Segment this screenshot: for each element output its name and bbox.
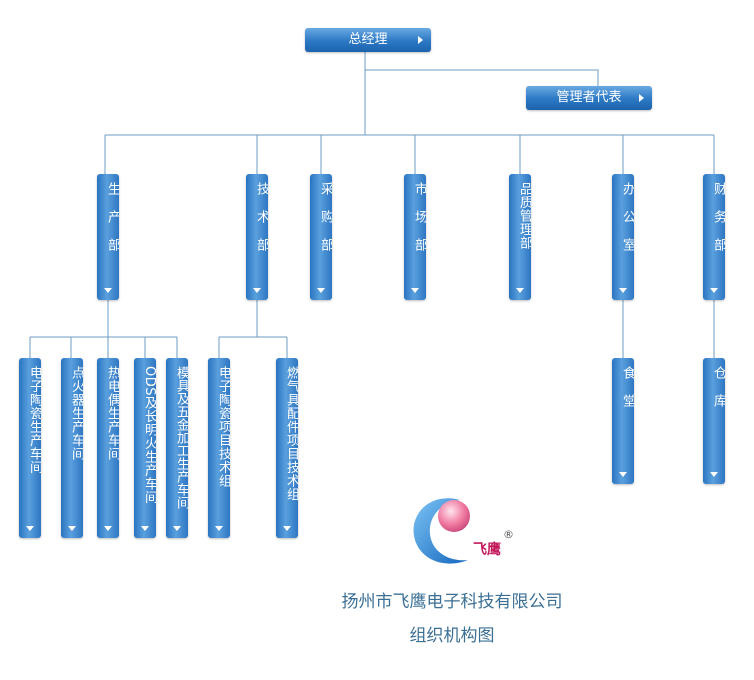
dept-label: 生产部 bbox=[105, 182, 119, 266]
chevron-right-icon bbox=[418, 36, 423, 44]
unit-gas-tech-group[interactable]: 燃气具配件项目技术组 bbox=[276, 358, 298, 538]
chevron-down-icon bbox=[215, 526, 223, 531]
chevron-down-icon bbox=[68, 526, 76, 531]
dept-label: 技术部 bbox=[254, 182, 268, 266]
chevron-down-icon bbox=[619, 472, 627, 477]
unit-mold-workshop[interactable]: 模具及五金加工生产车间 bbox=[166, 358, 188, 538]
unit-label: 模具及五金加工生产车间 bbox=[174, 366, 188, 509]
chevron-down-icon bbox=[516, 288, 524, 293]
company-logo: 飞鹰 ® bbox=[402, 488, 522, 574]
unit-label: 仓库 bbox=[711, 366, 725, 422]
unit-ceramic-workshop[interactable]: 电子陶瓷生产车间 bbox=[19, 358, 41, 538]
chevron-down-icon bbox=[283, 526, 291, 531]
dept-label: 市场部 bbox=[412, 182, 426, 266]
dept-technology[interactable]: 技术部 bbox=[246, 174, 268, 300]
chevron-down-icon bbox=[104, 288, 112, 293]
unit-label: 点火器生产车间 bbox=[69, 366, 83, 461]
unit-thermocouple-workshop[interactable]: 热电偶生产车间 bbox=[97, 358, 119, 538]
unit-warehouse[interactable]: 仓库 bbox=[703, 358, 725, 484]
unit-ods-workshop[interactable]: ODS及长明火生产车间 bbox=[134, 358, 156, 538]
chevron-down-icon bbox=[619, 288, 627, 293]
chevron-down-icon bbox=[411, 288, 419, 293]
unit-canteen[interactable]: 食堂 bbox=[612, 358, 634, 484]
chevron-down-icon bbox=[253, 288, 261, 293]
dept-label: 采购部 bbox=[318, 182, 332, 266]
unit-label: 电子陶瓷项目技术组 bbox=[216, 366, 230, 488]
unit-igniter-workshop[interactable]: 点火器生产车间 bbox=[61, 358, 83, 538]
unit-label: 燃气具配件项目技术组 bbox=[284, 366, 298, 501]
unit-ceramic-tech-group[interactable]: 电子陶瓷项目技术组 bbox=[208, 358, 230, 538]
chevron-down-icon bbox=[26, 526, 34, 531]
logo-brand-text: 飞鹰 bbox=[473, 541, 501, 558]
chevron-down-icon bbox=[317, 288, 325, 293]
dept-quality[interactable]: 品质管理部 bbox=[509, 174, 531, 300]
chevron-down-icon bbox=[173, 526, 181, 531]
management-representative-box[interactable]: 管理者代表 bbox=[526, 86, 652, 110]
dept-office[interactable]: 办公室 bbox=[612, 174, 634, 300]
unit-label: 热电偶生产车间 bbox=[105, 366, 119, 461]
unit-label: 电子陶瓷生产车间 bbox=[27, 366, 41, 474]
chevron-right-icon bbox=[639, 94, 644, 102]
chart-title: 组织机构图 bbox=[409, 626, 495, 646]
unit-label: ODS及长明火生产车间 bbox=[142, 366, 156, 504]
company-name: 扬州市飞鹰电子科技有限公司 bbox=[341, 592, 563, 612]
dept-label: 办公室 bbox=[620, 182, 634, 266]
registered-mark: ® bbox=[503, 528, 514, 541]
management-representative-label: 管理者代表 bbox=[556, 90, 622, 105]
chevron-down-icon bbox=[141, 526, 149, 531]
general-manager-label: 总经理 bbox=[348, 32, 388, 47]
chevron-down-icon bbox=[710, 288, 718, 293]
dept-label: 品质管理部 bbox=[517, 182, 531, 250]
chevron-down-icon bbox=[710, 472, 718, 477]
unit-label: 食堂 bbox=[620, 366, 634, 422]
dept-finance[interactable]: 财务部 bbox=[703, 174, 725, 300]
general-manager-box[interactable]: 总经理 bbox=[305, 28, 431, 52]
logo-graphic: 飞鹰 ® bbox=[413, 498, 514, 564]
dept-label: 财务部 bbox=[711, 182, 725, 266]
dept-purchasing[interactable]: 采购部 bbox=[310, 174, 332, 300]
chevron-down-icon bbox=[104, 526, 112, 531]
dept-market[interactable]: 市场部 bbox=[404, 174, 426, 300]
dept-production[interactable]: 生产部 bbox=[97, 174, 119, 300]
